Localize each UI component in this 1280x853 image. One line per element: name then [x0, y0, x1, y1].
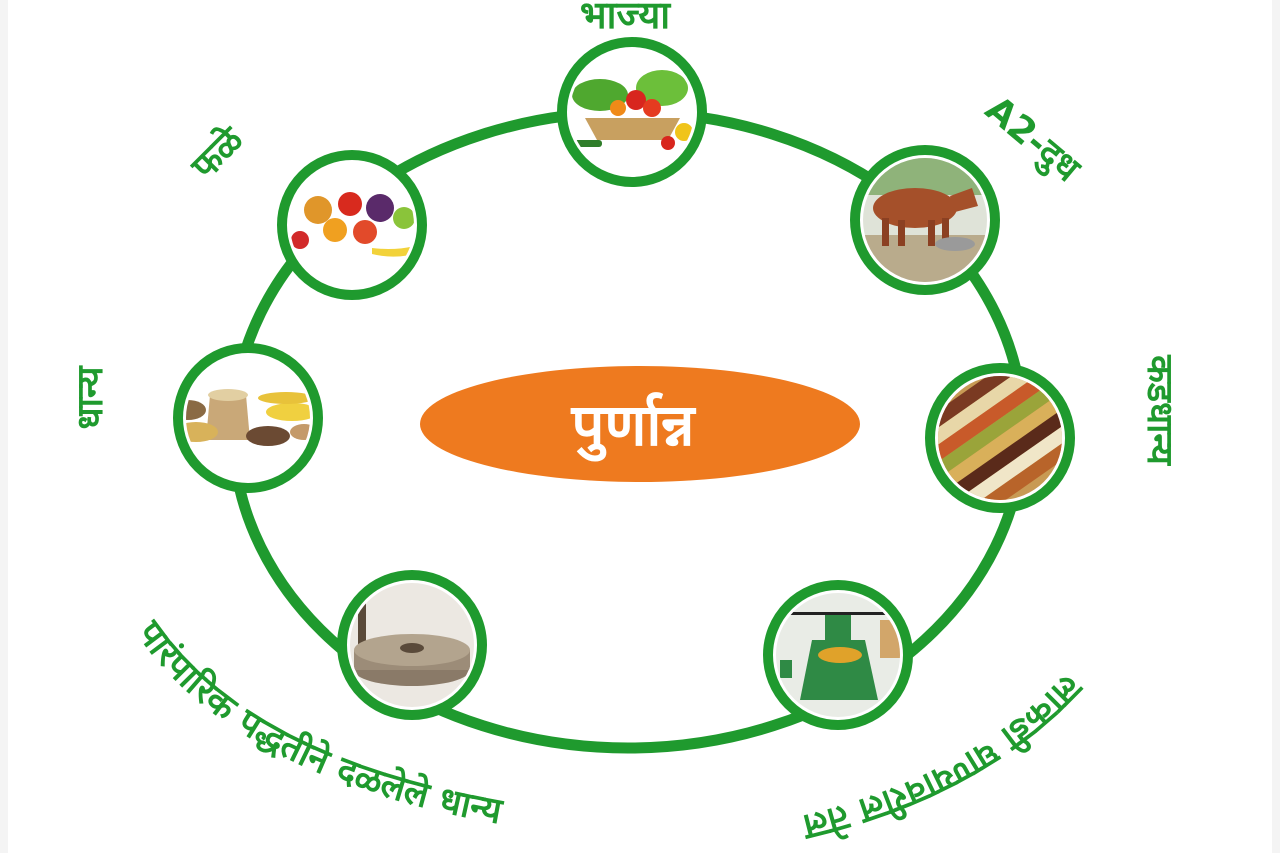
node-label-vegetables: भाज्या — [580, 0, 671, 37]
center-badge: पुर्णान्न — [420, 366, 860, 482]
node-label-grains: धान्य — [70, 365, 111, 429]
node-grains: धान्य — [70, 343, 323, 493]
center-title: पुर्णान्न — [571, 391, 697, 462]
fruits-icon — [290, 163, 414, 287]
grains-icon — [186, 356, 310, 480]
vegetables-basket-icon — [570, 50, 694, 174]
stone-grinder-icon — [350, 583, 474, 707]
oil-press-icon — [776, 593, 900, 717]
node-vegetables: भाज्या — [557, 0, 707, 187]
node-label-pulses: कडधान्य — [1139, 354, 1180, 466]
node-pulses: कडधान्य — [925, 354, 1180, 513]
cow-icon — [863, 158, 987, 282]
node-fruits: फळे — [182, 118, 427, 300]
